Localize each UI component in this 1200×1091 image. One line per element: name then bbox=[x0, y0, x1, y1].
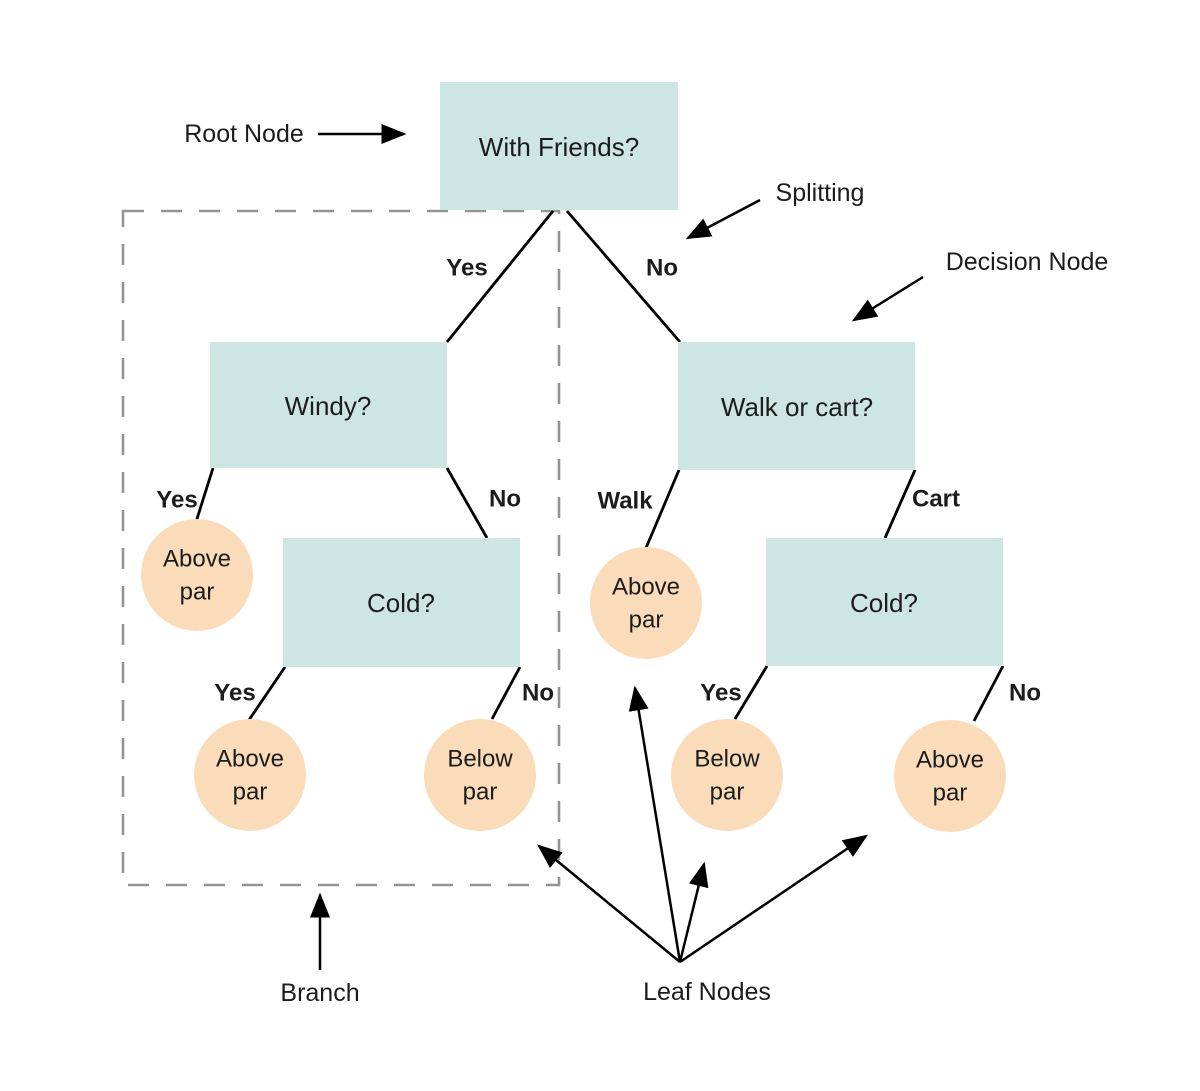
tree-edges bbox=[194, 210, 1005, 722]
edge-cold-right-no bbox=[972, 665, 1005, 722]
walk-or-cart-node-box bbox=[678, 342, 915, 470]
cold-right-node-box bbox=[766, 538, 1003, 666]
edge-label-cart: Cart bbox=[912, 486, 960, 513]
leaf-walk-line2: par bbox=[629, 607, 664, 634]
edge-root-yes bbox=[445, 210, 555, 343]
edge-cart bbox=[883, 469, 917, 539]
leaf-cold-right-no-circle bbox=[894, 720, 1006, 832]
leaf-nodes-arrow-1 bbox=[537, 844, 681, 963]
edge-label-root-no: No bbox=[646, 255, 678, 282]
edge-label-cold-left-yes: Yes bbox=[214, 680, 255, 707]
windy-node-box bbox=[210, 342, 447, 468]
edge-root-no bbox=[565, 210, 682, 343]
leaf-node-labels: Above par Above par Below par Above par … bbox=[163, 546, 984, 807]
edge-cold-left-yes bbox=[247, 666, 287, 721]
leaf-cold-right-yes-circle bbox=[671, 719, 783, 831]
leaf-cold-right-no-line1: Above bbox=[916, 747, 984, 774]
edge-windy-no bbox=[445, 467, 489, 539]
leaf-cold-left-yes-circle bbox=[194, 719, 306, 831]
leaf-cold-left-no-line2: par bbox=[463, 779, 498, 806]
edge-walk bbox=[644, 469, 681, 549]
leaf-nodes-callout-label: Leaf Nodes bbox=[643, 978, 771, 1006]
root-node-callout-label: Root Node bbox=[184, 120, 304, 148]
decision-node-callout-label: Decision Node bbox=[946, 248, 1109, 276]
splitting-arrow bbox=[685, 198, 761, 240]
callout-labels: Root Node Splitting Decision Node Branch… bbox=[184, 120, 1108, 1007]
edge-cold-left-no bbox=[490, 666, 522, 720]
edge-label-cold-right-no: No bbox=[1009, 680, 1041, 707]
edge-labels: Yes No Yes No Walk Cart Yes No Yes No bbox=[156, 255, 1041, 707]
root-node-label: With Friends? bbox=[479, 132, 639, 162]
leaf-cold-left-yes-line2: par bbox=[233, 779, 268, 806]
leaf-nodes-arrow-4 bbox=[679, 834, 869, 964]
leaf-nodes-arrow-2 bbox=[628, 685, 682, 963]
root-node-box bbox=[440, 82, 678, 210]
cold-left-node-box bbox=[283, 538, 520, 667]
leaf-cold-right-no-line2: par bbox=[933, 780, 968, 807]
windy-node-label: Windy? bbox=[285, 391, 372, 421]
leaf-walk-circle bbox=[590, 547, 702, 659]
edge-label-cold-left-no: No bbox=[522, 680, 554, 707]
cold-right-node-label: Cold? bbox=[850, 588, 918, 618]
leaf-cold-left-no-circle bbox=[424, 719, 536, 831]
leaf-windy-yes-circle bbox=[141, 519, 253, 631]
decision-node-labels: With Friends? Windy? Walk or cart? Cold?… bbox=[285, 132, 918, 618]
leaf-cold-right-yes-line2: par bbox=[710, 779, 745, 806]
leaf-cold-left-no-line1: Below bbox=[447, 746, 513, 773]
leaf-cold-left-yes-line1: Above bbox=[216, 746, 284, 773]
edge-label-windy-yes: Yes bbox=[156, 487, 197, 514]
decision-node-arrow bbox=[851, 275, 924, 322]
edge-windy-yes bbox=[194, 467, 215, 523]
leaf-walk-line1: Above bbox=[612, 574, 680, 601]
edge-label-cold-right-yes: Yes bbox=[700, 680, 741, 707]
edge-label-root-yes: Yes bbox=[446, 255, 487, 282]
callout-arrows bbox=[310, 124, 924, 970]
splitting-callout-label: Splitting bbox=[776, 179, 865, 207]
edge-label-walk: Walk bbox=[597, 488, 653, 515]
edge-label-windy-no: No bbox=[489, 486, 521, 513]
branch-dashed-outline bbox=[121, 209, 561, 887]
leaf-nodes bbox=[141, 519, 1006, 832]
edge-cold-right-yes bbox=[733, 665, 769, 720]
leaf-windy-yes-line2: par bbox=[180, 579, 215, 606]
decision-nodes bbox=[210, 82, 1003, 667]
cold-left-node-label: Cold? bbox=[367, 588, 435, 618]
walk-or-cart-node-label: Walk or cart? bbox=[721, 392, 873, 422]
branch-callout-label: Branch bbox=[280, 979, 359, 1007]
leaf-nodes-arrow-3 bbox=[678, 861, 709, 963]
leaf-windy-yes-line1: Above bbox=[163, 546, 231, 573]
leaf-cold-right-yes-line1: Below bbox=[694, 746, 760, 773]
